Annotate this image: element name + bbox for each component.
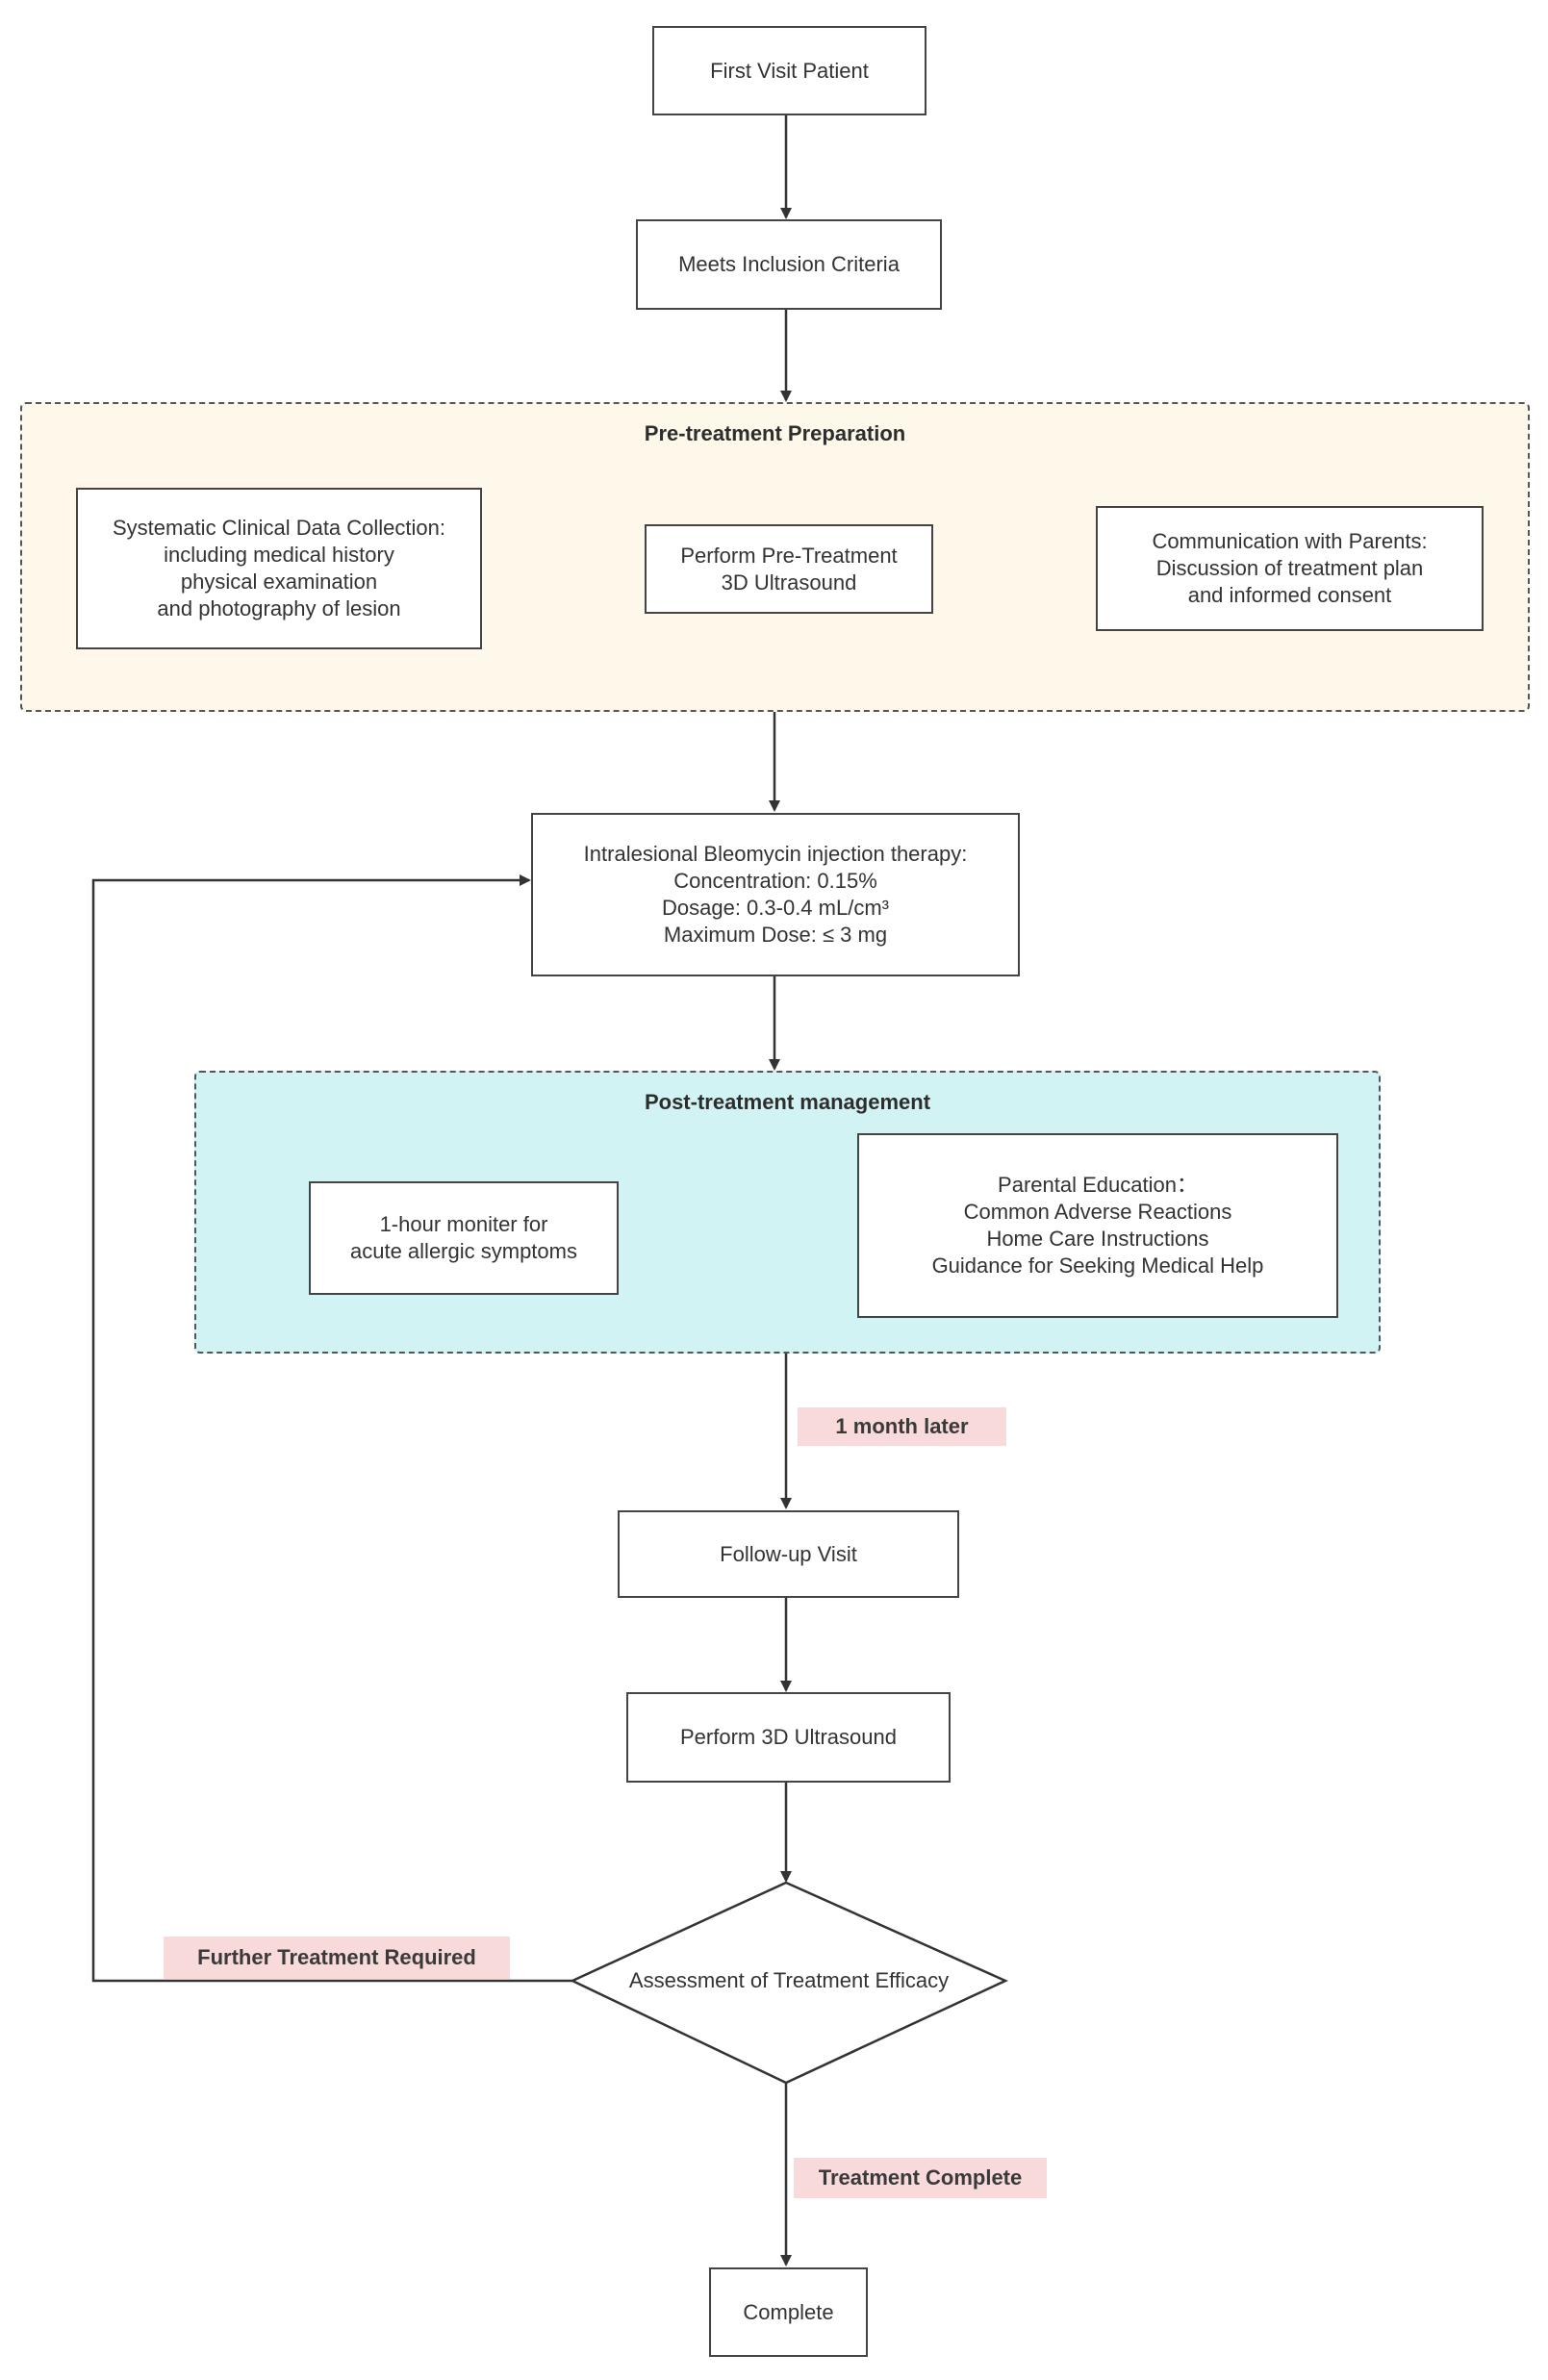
further-treatment-label: Further Treatment Required bbox=[164, 1937, 510, 1979]
ultrasound-node: Perform 3D Ultrasound bbox=[626, 1692, 951, 1783]
injection-therapy-node: Intralesional Bleomycin injection therap… bbox=[531, 813, 1020, 976]
inclusion-criteria-text: Meets Inclusion Criteria bbox=[678, 252, 900, 276]
parents-communication-text: Communication with Parents: Discussion o… bbox=[1152, 529, 1428, 607]
one-month-later-label: 1 month later bbox=[798, 1407, 1006, 1446]
pre-ultrasound-text: Perform Pre-Treatment 3D Ultrasound bbox=[680, 543, 898, 595]
followup-visit-node: Follow-up Visit bbox=[618, 1510, 959, 1598]
injection-therapy-text: Intralesional Bleomycin injection therap… bbox=[583, 842, 968, 947]
allergy-monitor-text: 1-hour moniter for acute allergic sympto… bbox=[350, 1212, 577, 1263]
first-visit-node: First Visit Patient bbox=[652, 26, 926, 115]
treatment-complete-label: Treatment Complete bbox=[794, 2158, 1047, 2198]
complete-text: Complete bbox=[743, 2299, 834, 2324]
clinical-data-node: Systematic Clinical Data Collection: inc… bbox=[76, 488, 482, 649]
allergy-monitor-node: 1-hour moniter for acute allergic sympto… bbox=[309, 1181, 619, 1295]
parental-education-node: Parental Education： Common Adverse React… bbox=[857, 1133, 1338, 1318]
pre-ultrasound-node: Perform Pre-Treatment 3D Ultrasound bbox=[645, 524, 933, 614]
ultrasound-text: Perform 3D Ultrasound bbox=[680, 1725, 897, 1749]
followup-visit-text: Follow-up Visit bbox=[720, 1541, 857, 1566]
parents-communication-node: Communication with Parents: Discussion o… bbox=[1096, 506, 1484, 631]
assessment-text: Assessment of Treatment Efficacy bbox=[628, 1968, 950, 1992]
complete-node: Complete bbox=[709, 2267, 868, 2357]
pre-treatment-group-title: Pre-treatment Preparation bbox=[644, 421, 906, 445]
inclusion-criteria-node: Meets Inclusion Criteria bbox=[636, 219, 942, 310]
edge-assessment-loop-back bbox=[91, 874, 572, 1983]
post-treatment-group-title: Post-treatment management bbox=[644, 1090, 931, 1114]
clinical-data-text: Systematic Clinical Data Collection: inc… bbox=[112, 516, 446, 620]
first-visit-text: First Visit Patient bbox=[710, 58, 869, 83]
parental-education-text: Parental Education： Common Adverse React… bbox=[931, 1173, 1264, 1278]
assessment-diamond bbox=[570, 1881, 1009, 2085]
